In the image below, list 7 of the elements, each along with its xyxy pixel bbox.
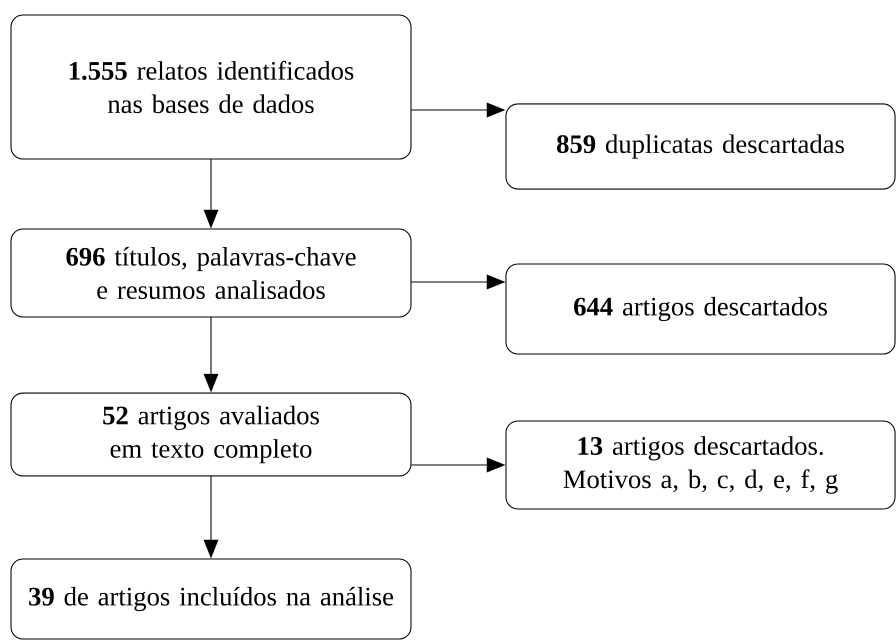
process-box: 644 artigos descartados <box>505 263 896 355</box>
process-box: 39 de artigos incluídos na análise <box>10 558 412 640</box>
process-box: 859 duplicatas descartadas <box>505 103 896 190</box>
process-box: 52 artigos avaliados em texto completo <box>10 392 412 476</box>
process-box: 1.555 relatos identificados nas bases de dados <box>10 14 412 160</box>
process-box: 696 títulos, palavras-chave e resumos analisados <box>10 228 412 318</box>
process-box: 13 artigos descartados. Motivos a, b, c, d, e, f, g <box>505 420 896 510</box>
